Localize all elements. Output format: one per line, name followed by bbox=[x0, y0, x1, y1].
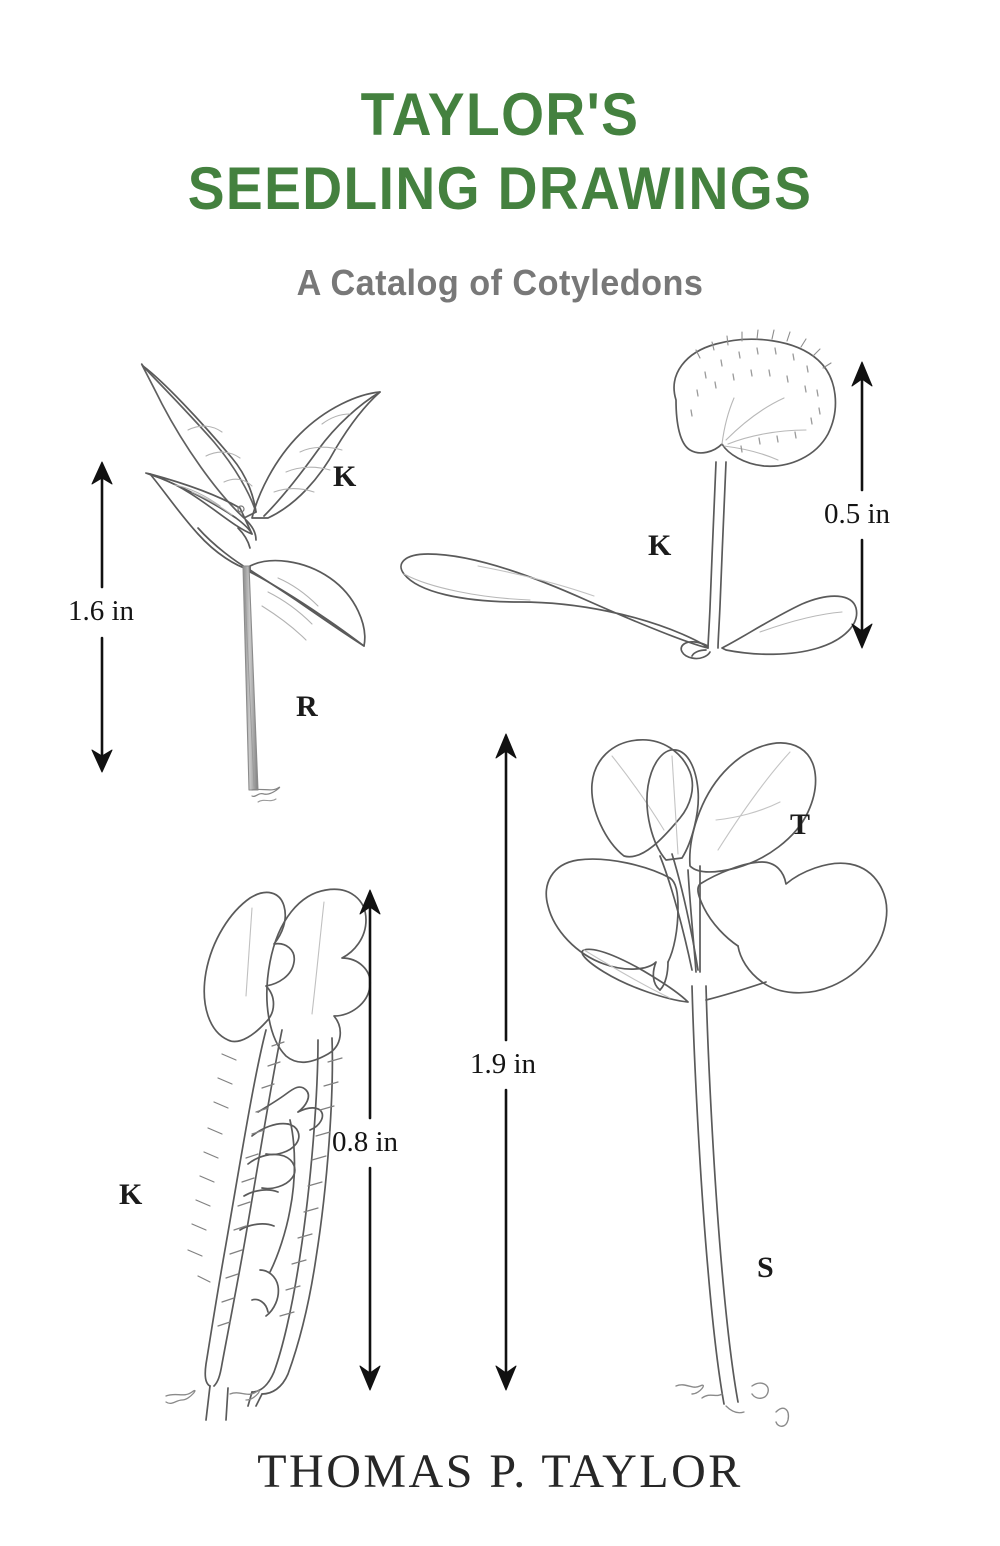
author-name: THOMAS P. TAYLOR bbox=[257, 1445, 743, 1498]
title-line-1: TAYLOR'S bbox=[360, 81, 640, 148]
figure-1-label-k: K bbox=[333, 460, 357, 493]
figure-1-drawing bbox=[140, 363, 381, 803]
subtitle: A Catalog of Cotyledons bbox=[296, 262, 704, 303]
figure-4-drawing bbox=[545, 739, 888, 1427]
figure-4-dimension: 1.9 in bbox=[470, 1048, 537, 1080]
figure-3-label-k: K bbox=[119, 1178, 143, 1211]
figure-4-label-s: S bbox=[757, 1251, 774, 1284]
figure-1-dimension: 1.6 in bbox=[68, 595, 135, 627]
figure-2-drawing bbox=[400, 329, 858, 660]
figure-3-dimension: 0.8 in bbox=[332, 1126, 399, 1158]
figure-4-label-t: T bbox=[790, 808, 811, 841]
title-line-2: SEEDLING DRAWINGS bbox=[187, 155, 813, 222]
figure-1-label-r: R bbox=[296, 690, 318, 723]
figure-2-dimension: 0.5 in bbox=[824, 498, 891, 530]
figure-2-label-k: K bbox=[648, 529, 672, 562]
title-block: TAYLOR'S SEEDLING DRAWINGS bbox=[0, 78, 1000, 226]
